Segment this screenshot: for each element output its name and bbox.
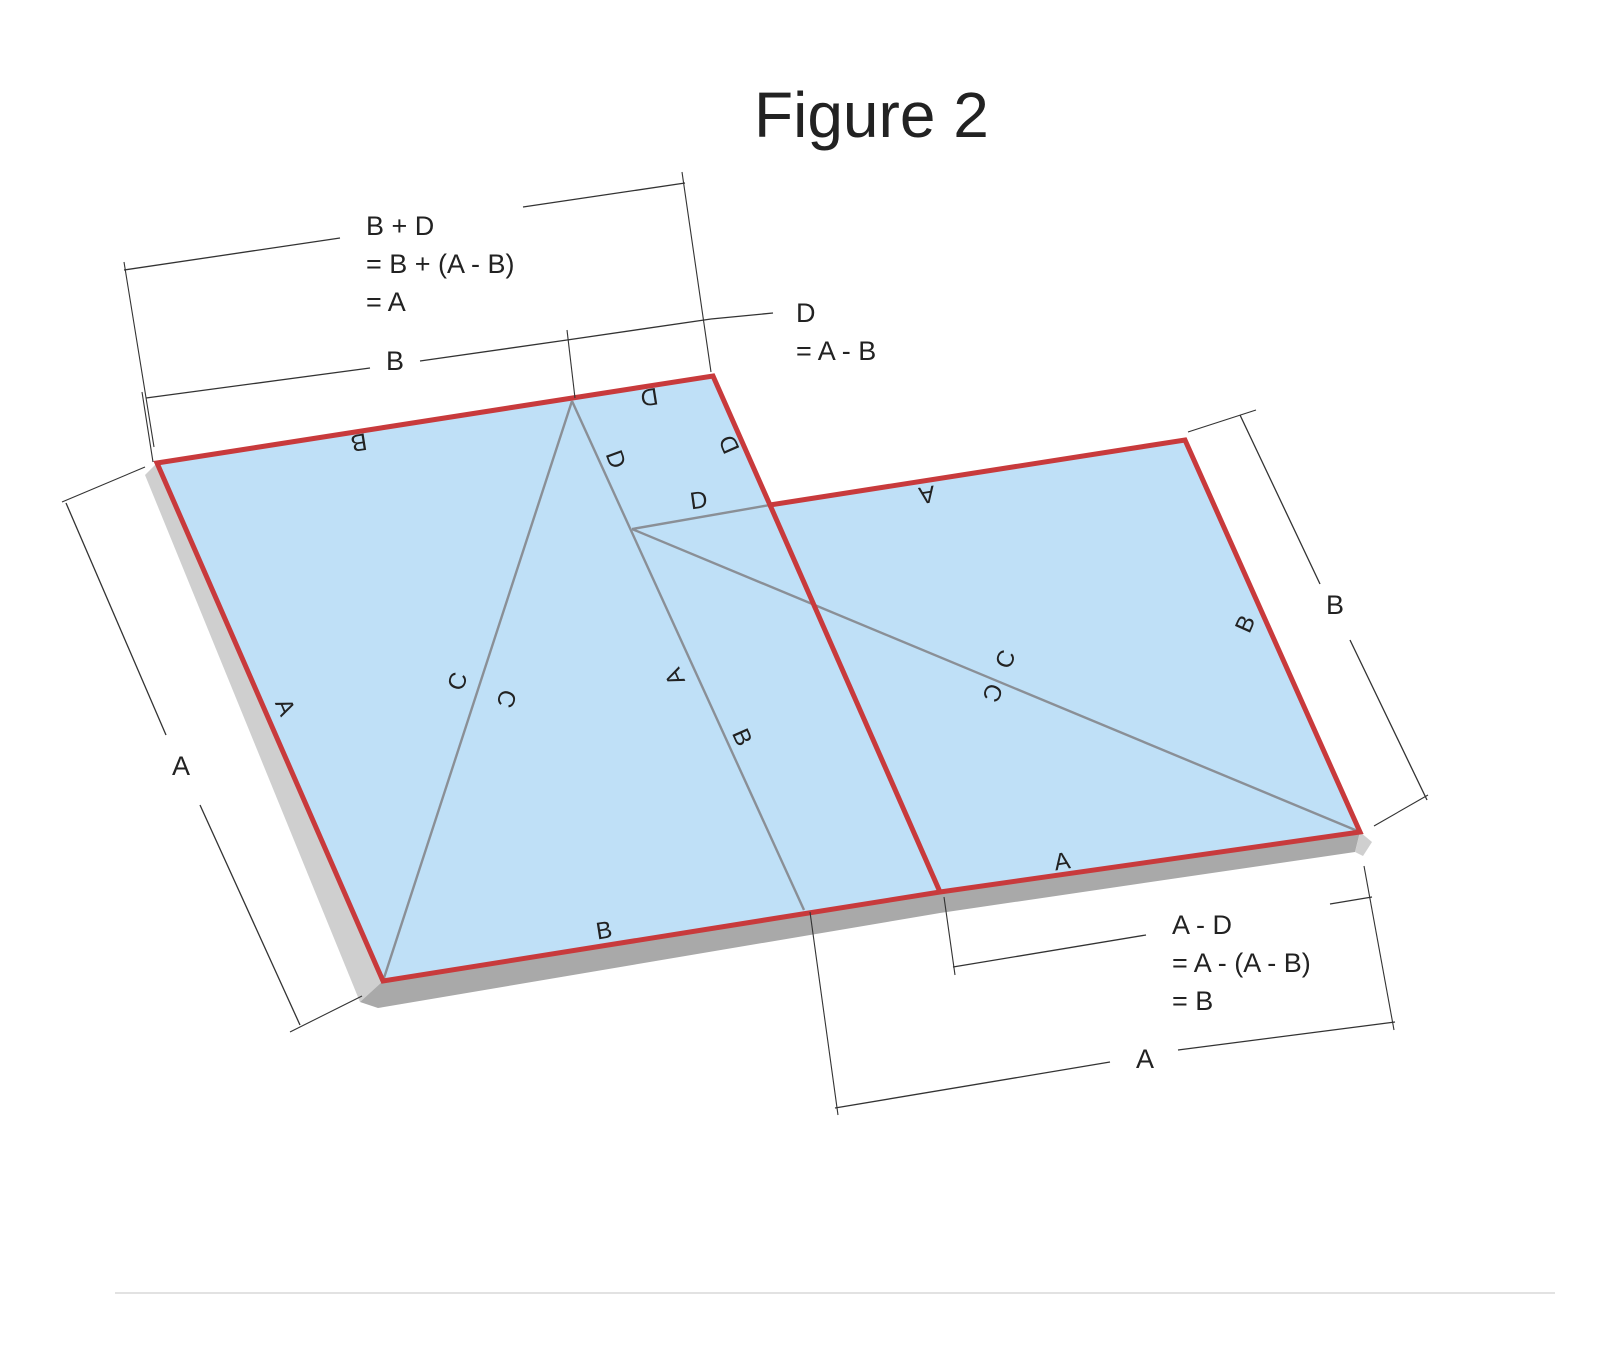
bottom-a-minus-d-dimension: A - D = A - (A - B) = B (1172, 910, 1311, 1016)
cut-lines (381, 400, 1361, 982)
board-outline (153, 373, 1364, 984)
left-a-dimension: A (172, 751, 190, 781)
cut-line-ab (570, 400, 806, 911)
edge-label-d-bottom: D (688, 486, 709, 515)
right-b-dimension: B (1326, 590, 1344, 620)
svg-text:= A: = A (366, 287, 406, 317)
cut-line-c-right (631, 527, 1361, 834)
edge-label-top-d: D (639, 382, 660, 411)
outline-divider (767, 503, 943, 894)
figure-title: Figure 2 (754, 79, 989, 151)
edge-label-right-bottom-a: A (1052, 847, 1072, 876)
edge-label-right-top-a: A (917, 480, 937, 509)
svg-text:= A - (A - B): = A - (A - B) (1172, 948, 1311, 978)
edge-label-bottom-b: B (594, 916, 614, 945)
svg-text:B + D: B + D (366, 211, 434, 241)
cut-line-d (631, 503, 771, 531)
svg-text:= A - B: = A - B (796, 336, 876, 366)
edge-label-top-b: B (349, 427, 369, 456)
top-total-dimension: B + D = B + (A - B) = A (366, 211, 515, 317)
svg-text:= B: = B (1172, 986, 1213, 1016)
svg-text:= B + (A - B): = B + (A - B) (366, 249, 515, 279)
slab-corner (1355, 832, 1372, 856)
slab-left-edge (145, 463, 383, 1002)
svg-text:D: D (796, 298, 816, 328)
top-d-dimension: D = A - B (796, 298, 876, 366)
top-b-dimension: B (386, 346, 404, 376)
board-surface (157, 376, 1360, 981)
cut-line-c-left (381, 400, 574, 982)
slab-bottom-edge (360, 832, 1360, 1008)
svg-text:A - D: A - D (1172, 910, 1232, 940)
dimension-lines (61, 171, 1429, 1116)
bottom-a-dimension: A (1136, 1044, 1154, 1074)
